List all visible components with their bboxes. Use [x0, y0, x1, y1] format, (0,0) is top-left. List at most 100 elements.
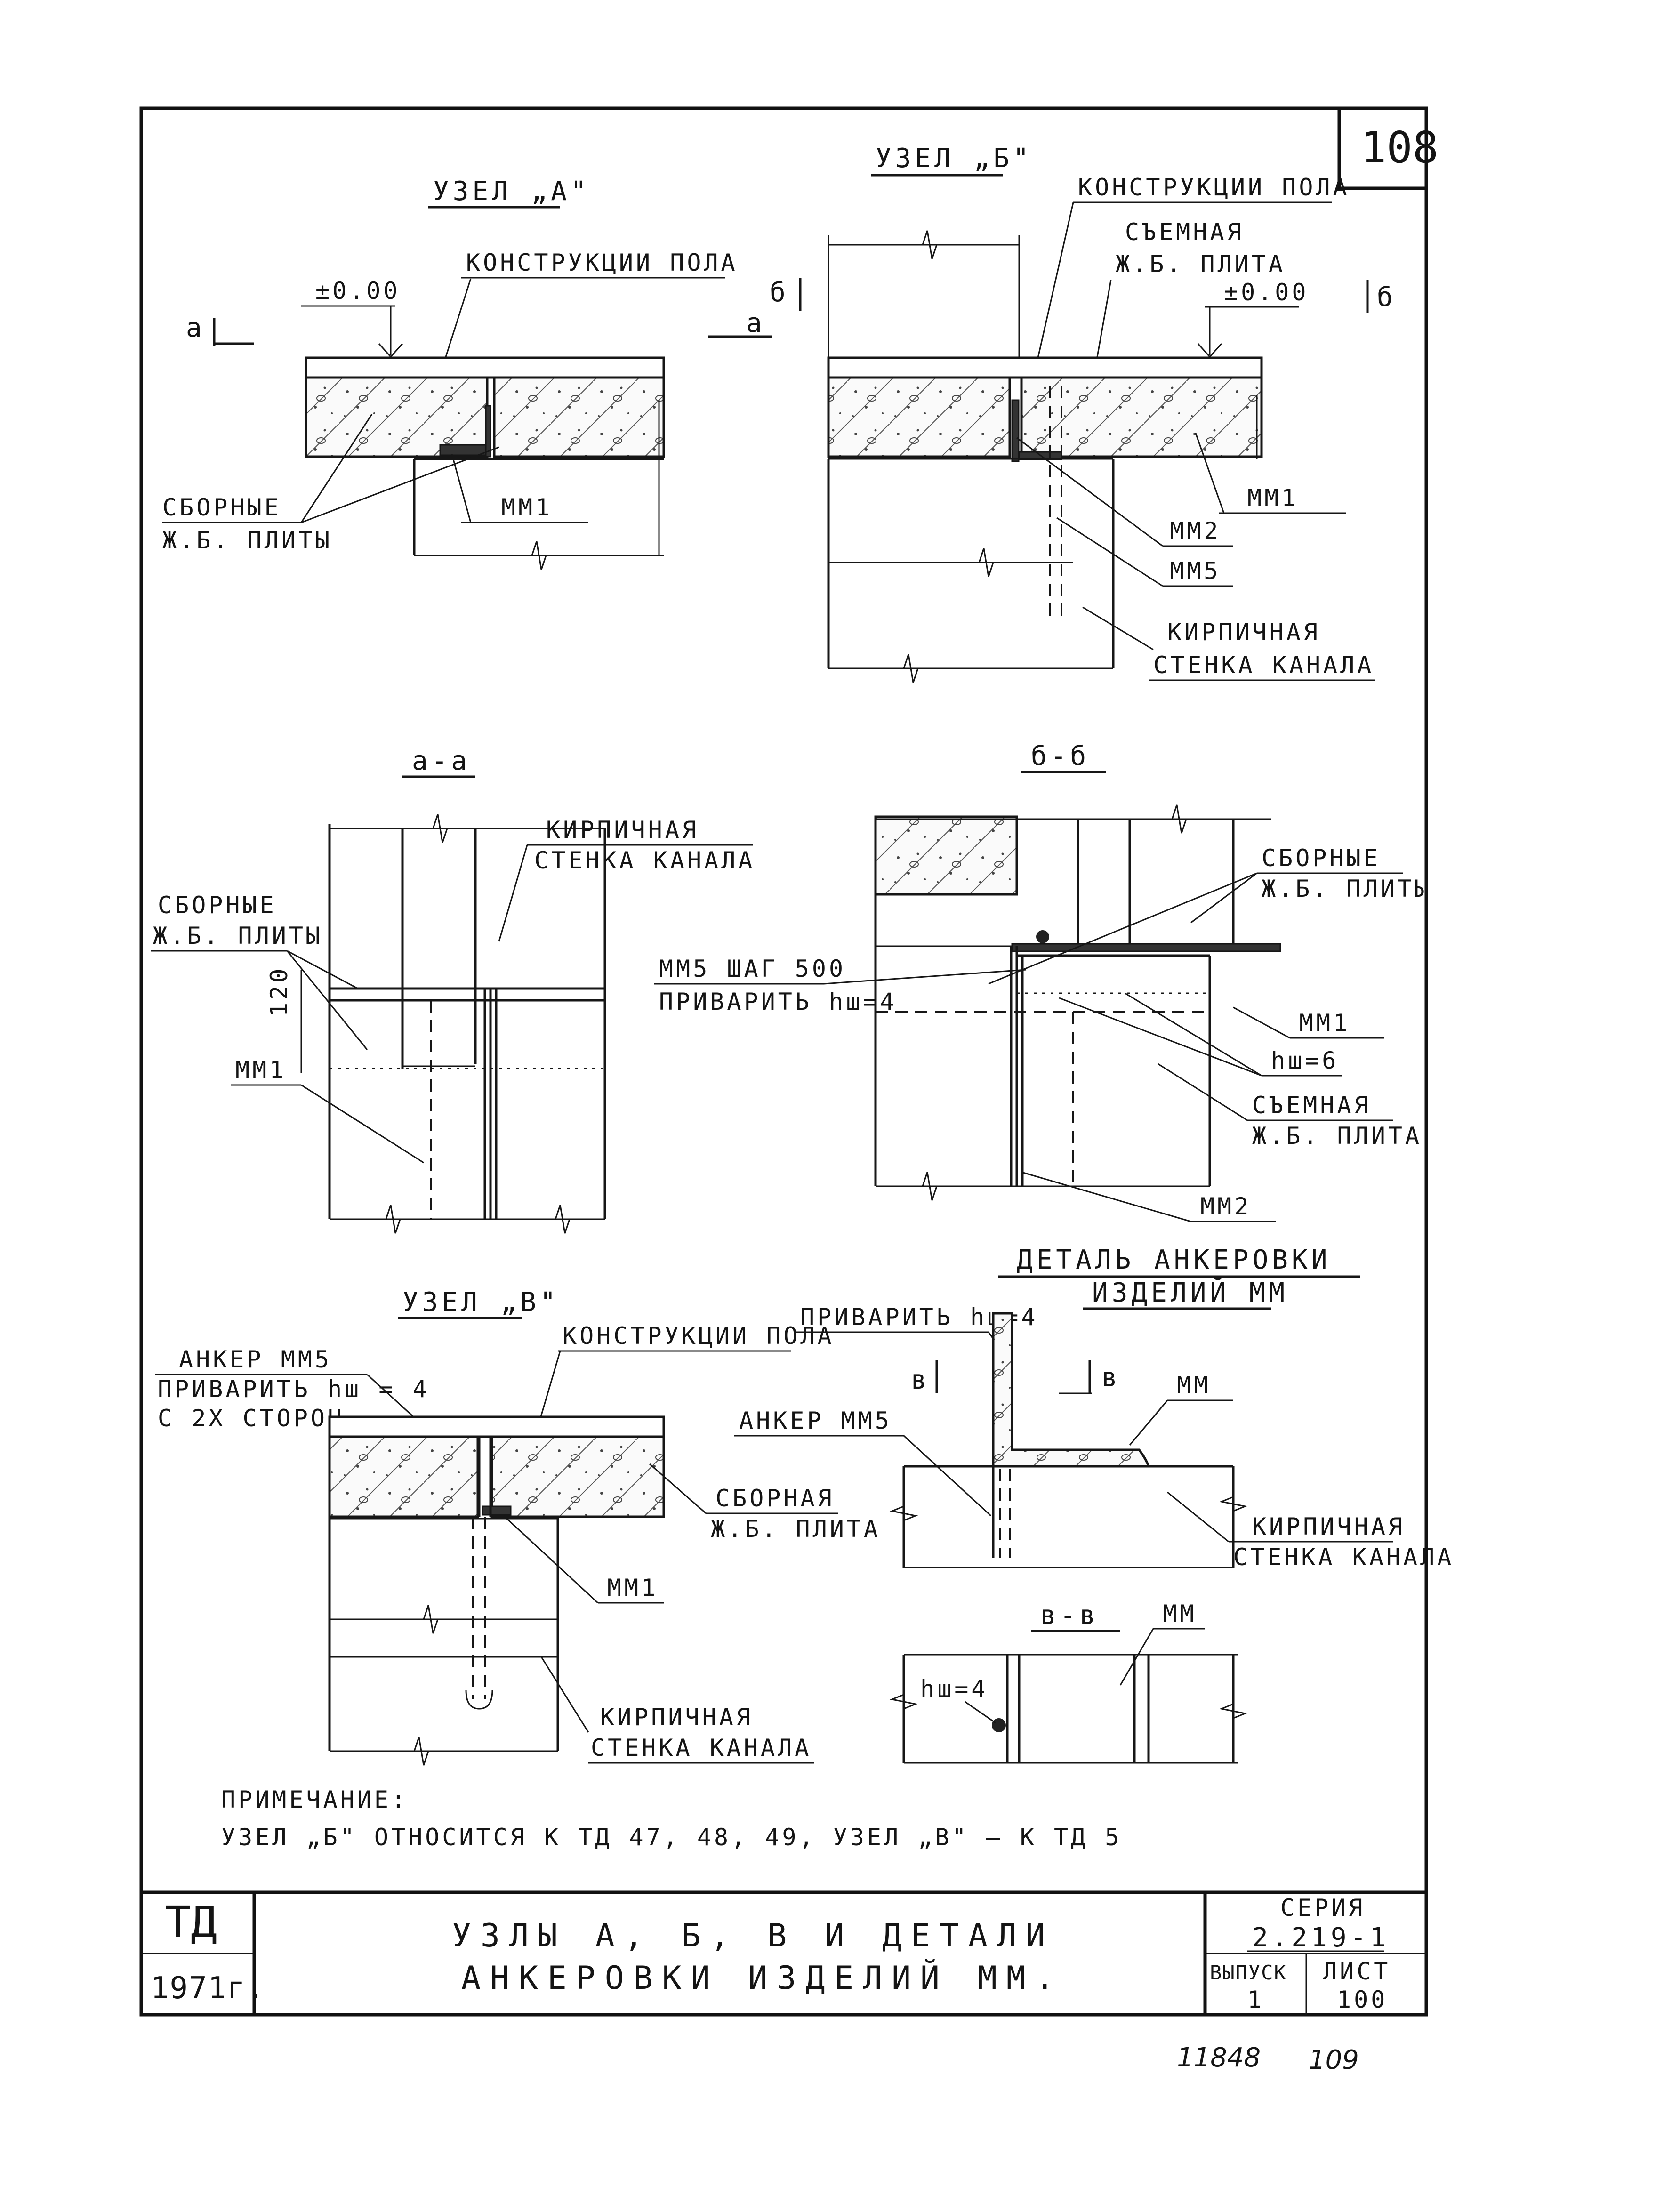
anchor-detail-title-2: ИЗДЕЛИЙ ММ [1092, 1277, 1288, 1308]
anchor-detail-wall-break-left [889, 1505, 918, 1521]
anchor-detail-section-v-left: в [911, 1365, 931, 1395]
anchor-detail-angle [992, 1312, 1150, 1468]
section-aa-break-right [555, 1205, 571, 1234]
stamp-number: 11848 [1177, 2042, 1261, 2073]
section-bb-mm5-2: ПРИВАРИТЬ hш=4 [659, 988, 897, 1015]
node-a: УЗЕЛ „А" КОНСТРУКЦИИ ПОЛА ±0.00 а СБОРНЫ… [162, 176, 735, 570]
section-bb-mm1: ММ1 [1299, 1009, 1350, 1037]
node-a-slabs-leader-2 [301, 446, 499, 523]
node-a-mm1-leader-arrow [451, 454, 472, 523]
node-b-slab-left [827, 376, 1011, 458]
title-block-org: ТД [165, 1897, 217, 1947]
section-vv-mm: ММ [1163, 1600, 1197, 1627]
node-v-mm1-label: ММ1 [607, 1574, 658, 1601]
node-b-mm5-arrow [1056, 517, 1163, 587]
node-b-wall-label: КИРПИЧНАЯ [1167, 619, 1320, 646]
section-bb-weld: hш=6 [1271, 1047, 1339, 1074]
section-aa-break-bottom [385, 1205, 401, 1234]
node-b-mm2-label: ММ2 [1170, 517, 1221, 545]
section-bb-mm2-arrow [1021, 1171, 1191, 1222]
node-b-mm2 [1011, 399, 1020, 462]
node-v-slab-label-2: Ж.Б. ПЛИТА [711, 1515, 881, 1543]
node-v-anchor-2: ПРИВАРИТЬ hш = 4 [158, 1375, 430, 1403]
anchor-detail-anchor-arrow [903, 1435, 992, 1517]
node-b-break-mid-symbol [978, 548, 994, 577]
section-vv-mm-arrow [1119, 1628, 1154, 1686]
title-block-title-2: АНКЕРОВКИ ИЗДЕЛИЙ ММ. [461, 1959, 1064, 1997]
title-block-issue: 1 [1247, 1986, 1264, 2013]
node-b-slab-right [1020, 376, 1263, 458]
node-v-slab-arrow [649, 1463, 707, 1514]
node-a-mm1: ММ1 [501, 494, 552, 521]
stamp-page: 109 [1309, 2045, 1359, 2075]
section-aa-wall: КИРПИЧНАЯ [546, 816, 699, 844]
node-v-anchor: АНКЕР ММ5 [179, 1346, 332, 1373]
node-b-wall-arrow [1082, 606, 1154, 651]
node-v-floor-layer [328, 1415, 665, 1438]
anchor-detail-wall-arrow [1167, 1491, 1229, 1543]
node-a-slab-left [305, 376, 489, 458]
section-bb-removable: СЪЕМНАЯ [1252, 1092, 1371, 1119]
section-bb-slabs-2: Ж.Б. ПЛИТЫ [1262, 875, 1431, 902]
node-a-slabs-label: СБОРНЫЕ [162, 494, 281, 521]
node-b-floor-layer [827, 356, 1263, 379]
node-b-mm1-label: ММ1 [1247, 484, 1298, 512]
section-vv-break-right [1219, 1703, 1248, 1719]
section-aa-title: а-а [412, 746, 471, 776]
node-b-break-bottom-symbol [903, 654, 919, 683]
section-bb-title: б-б [1031, 741, 1090, 772]
node-a-level: ±0.00 [315, 277, 401, 305]
section-bb-slab [874, 815, 1018, 896]
node-b-mm5-label: ММ5 [1170, 557, 1221, 585]
section-vv: в-в ММ hш=4 [889, 1600, 1248, 1764]
anchor-detail-wall-label: КИРПИЧНАЯ [1252, 1513, 1405, 1540]
section-vv-break-left [889, 1694, 918, 1710]
section-aa-mm1: ММ1 [235, 1056, 286, 1084]
section-bb-slabs-arrow-1 [988, 872, 1257, 985]
section-bb-mm2: ММ2 [1200, 1193, 1251, 1220]
section-aa-slabs-arrow-2 [286, 950, 368, 1050]
section-bb-mm1-arrow [1233, 1006, 1290, 1039]
sheet-number-box [1337, 106, 1428, 190]
anchor-detail-anchor-label: АНКЕР ММ5 [739, 1407, 892, 1434]
node-a-slab-right [493, 376, 665, 458]
node-b-section-b: б [770, 277, 789, 308]
node-v-break-mid-symbol [423, 1605, 439, 1634]
title-block-sheet-label: ЛИСТ [1323, 1958, 1391, 1985]
anchor-detail-section-v-right: в [1101, 1362, 1121, 1393]
node-b-wall-label-2: СТЕНКА КАНАЛА [1153, 651, 1374, 679]
title-block-title-1: УЗЛЫ А, Б, В И ДЕТАЛИ [452, 1917, 1054, 1954]
node-v-wall-arrow [540, 1656, 589, 1733]
title-block-series-label: СЕРИЯ [1280, 1894, 1366, 1922]
section-aa-slabs: СБОРНЫЕ [158, 892, 277, 919]
section-bb-break-top [1171, 804, 1187, 834]
sheet-frame [139, 106, 1428, 2017]
node-v-wall-label: КИРПИЧНАЯ [600, 1704, 753, 1731]
section-bb: б-б СБОРНЫЕ Ж.Б. ПЛИТЫ ММ5 ШАГ 500 ПРИВА… [654, 741, 1431, 1222]
title-block-issue-label: ВЫПУСК [1210, 1961, 1287, 1984]
section-aa-wall-arrow [498, 844, 528, 942]
section-bb-slabs: СБОРНЫЕ [1262, 844, 1381, 872]
anchor-detail-title: ДЕТАЛЬ АНКЕРОВКИ [1017, 1245, 1331, 1275]
node-v-mm1 [482, 1505, 512, 1516]
anchor-detail-wall-break-right [1219, 1496, 1248, 1512]
anchor-detail-wall-label-2: СТЕНКА КАНАЛА [1233, 1544, 1454, 1571]
node-b-removable-1: СЪЕМНАЯ [1125, 218, 1244, 246]
node-b-section-b-right: б [1377, 282, 1397, 313]
node-v-wall-label-2: СТЕНКА КАНАЛА [591, 1734, 812, 1761]
node-b-upper-break-symbol [922, 230, 938, 259]
anchor-detail-mm-label: ММ [1177, 1372, 1211, 1399]
section-aa-dim: 120 [265, 966, 293, 1017]
node-a-break-symbol [531, 541, 547, 570]
section-vv-weld-label: hш=4 [920, 1675, 988, 1703]
node-b-mm2-arrow [1016, 437, 1163, 547]
section-bb-weld-arrow-1 [1059, 997, 1262, 1077]
node-b-floor-label: КОНСТРУКЦИИ ПОЛА [1078, 174, 1350, 201]
section-bb-removable-2: Ж.Б. ПЛИТА [1252, 1122, 1422, 1150]
section-bb-mm1-plate [1011, 943, 1281, 952]
title-block-series: 2.219-1 [1252, 1922, 1390, 1953]
section-aa-wall-2: СТЕНКА КАНАЛА [534, 847, 755, 874]
node-b: УЗЕЛ „Б" КОНСТРУКЦИИ ПОЛА СЪЕМНАЯ Ж.Б. П… [708, 143, 1397, 683]
node-a-slabs-label-2: Ж.Б. ПЛИТЫ [162, 527, 332, 554]
